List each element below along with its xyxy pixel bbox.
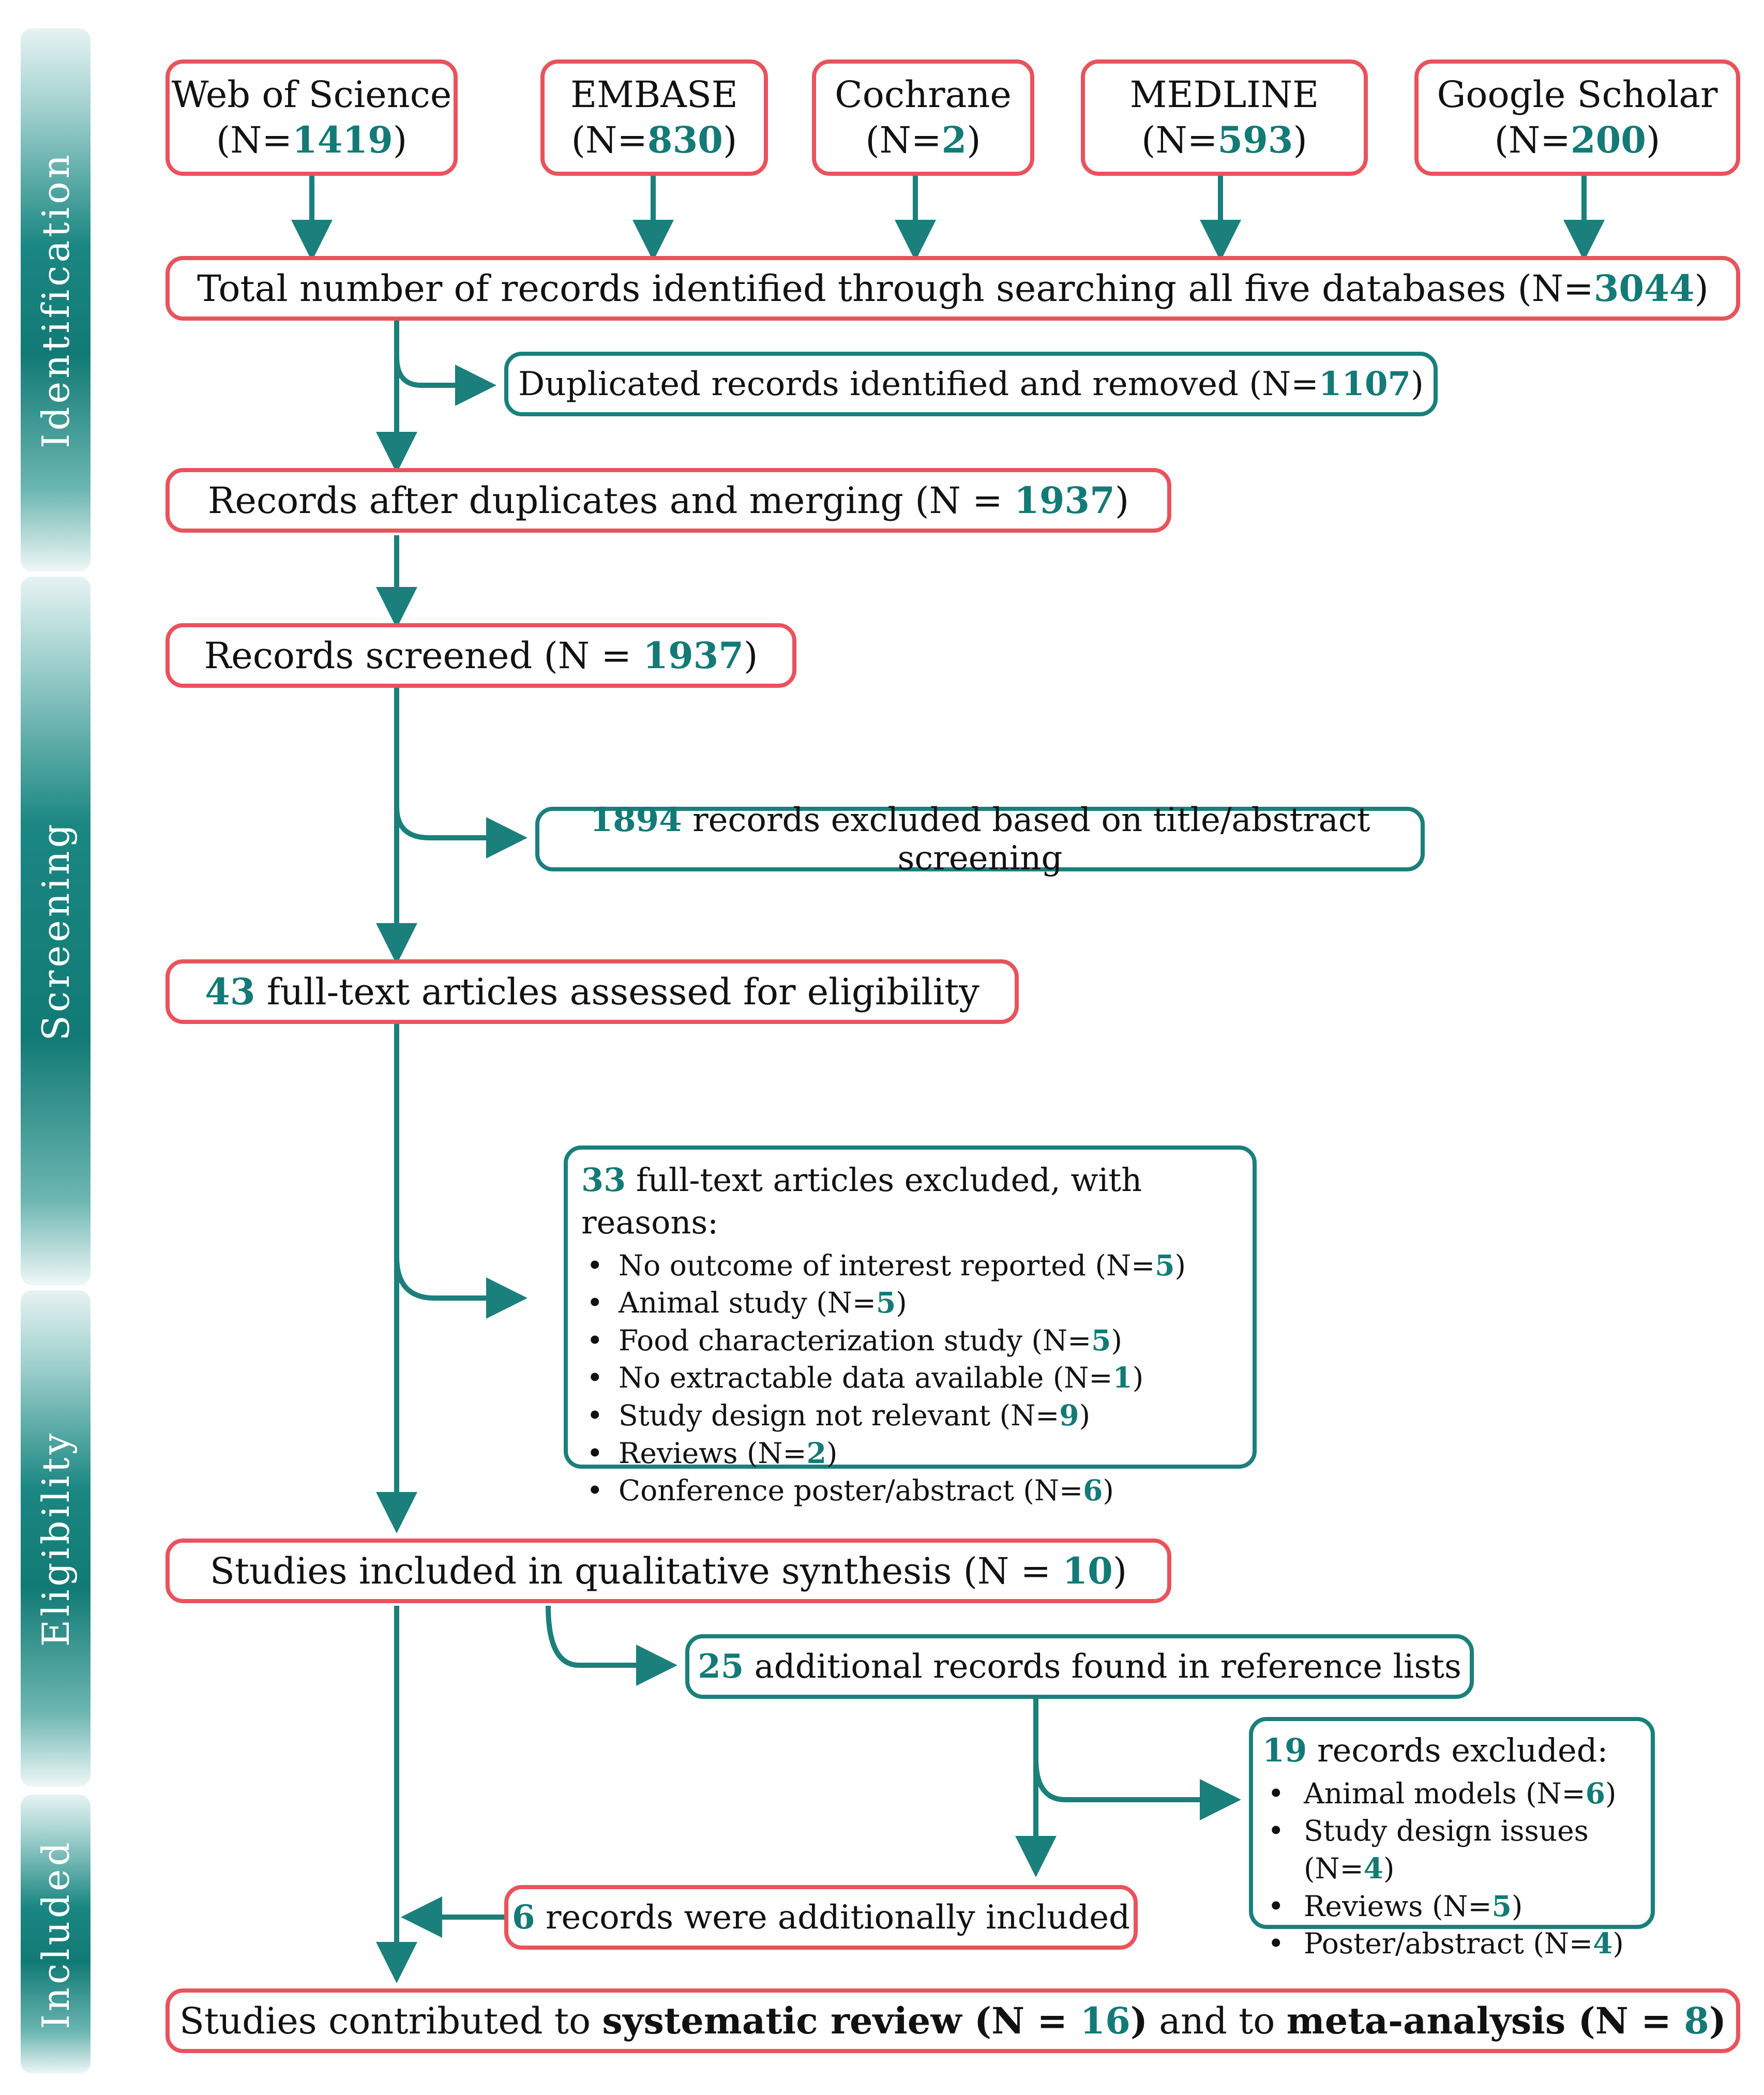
- database-box-web-of-science: Web of Science (N=1419): [165, 59, 458, 176]
- list-item: Poster/abstract (N=4): [1262, 1925, 1641, 1963]
- additional-excluded-reason-list: Animal models (N=6) Study design issues …: [1262, 1775, 1641, 1963]
- fulltext-excluded-heading: 33 full-text articles excluded, with rea…: [581, 1161, 1142, 1241]
- database-count-line: (N=200): [1494, 118, 1661, 161]
- additional-records-box: 25 additional records found in reference…: [685, 1634, 1474, 1699]
- list-item: Animal models (N=6): [1262, 1775, 1641, 1813]
- database-name: MEDLINE: [1129, 73, 1319, 116]
- arrow-to-additional: [546, 1605, 677, 1686]
- arrow-to-duplicates: [394, 356, 496, 406]
- arrow-to-excluded-title: [394, 806, 527, 858]
- qualitative-synthesis-box: Studies included in qualitative synthesi…: [165, 1539, 1171, 1603]
- duplicates-removed-box: Duplicated records identified and remove…: [504, 352, 1438, 416]
- list-item: Reviews (N=2): [581, 1435, 1239, 1472]
- additional-excluded-heading: 19 records excluded:: [1262, 1731, 1608, 1769]
- title-abstract-excluded-box: 1894 records excluded based on title/abs…: [535, 801, 1425, 878]
- phase-band-included: Included: [21, 1795, 91, 2074]
- database-count-line: (N=830): [571, 118, 737, 161]
- fulltext-excluded-reason-list: No outcome of interest reported (N=5) An…: [581, 1247, 1239, 1510]
- list-item: Animal study (N=5): [581, 1284, 1239, 1322]
- list-item: Study design issues (N=4): [1262, 1812, 1641, 1887]
- arrow-to-fulltext-excluded: [394, 1256, 527, 1319]
- phase-band-eligibility: Eligibility: [21, 1290, 91, 1787]
- database-box-embase: EMBASE (N=830): [540, 59, 768, 176]
- database-count-line: (N=593): [1141, 118, 1307, 161]
- database-name: Cochrane: [835, 73, 1012, 116]
- database-box-cochrane: Cochrane (N=2): [812, 59, 1034, 176]
- arrow-to-additional-excluded: [1033, 1758, 1241, 1820]
- records-screened-box: Records screened (N = 1937): [165, 623, 796, 688]
- total-records-box: Total number of records identified throu…: [165, 256, 1740, 321]
- list-item: Conference poster/abstract (N=6): [581, 1472, 1239, 1510]
- phase-band-screening: Screening: [21, 577, 91, 1285]
- database-name: EMBASE: [570, 73, 738, 116]
- list-item: Study design not relevant (N=9): [581, 1397, 1239, 1435]
- fulltext-excluded-reasons-box: 33 full-text articles excluded, with rea…: [564, 1146, 1257, 1509]
- database-name: Web of Science: [171, 73, 452, 116]
- fulltext-assessed-box: 43 full-text articles assessed for eligi…: [165, 959, 1019, 1024]
- list-item: Food characterization study (N=5): [581, 1322, 1239, 1360]
- additionally-included-box: 6 records were additionally included: [504, 1885, 1138, 1950]
- database-count-line: (N=1419): [216, 118, 408, 161]
- records-after-duplicates-box: Records after duplicates and merging (N …: [165, 468, 1171, 533]
- additional-excluded-box: 19 records excluded: Animal models (N=6)…: [1249, 1717, 1655, 1962]
- database-box-medline: MEDLINE (N=593): [1081, 59, 1368, 176]
- database-name: Google Scholar: [1437, 73, 1718, 116]
- database-box-google-scholar: Google Scholar (N=200): [1414, 59, 1740, 176]
- list-item: No outcome of interest reported (N=5): [581, 1247, 1239, 1285]
- list-item: No extractable data available (N=1): [581, 1359, 1239, 1397]
- phase-band-identification: Identification: [21, 28, 91, 571]
- final-studies-box: Studies contributed to systematic review…: [165, 1988, 1740, 2053]
- list-item: Reviews (N=5): [1262, 1888, 1641, 1925]
- database-count-line: (N=2): [865, 118, 981, 161]
